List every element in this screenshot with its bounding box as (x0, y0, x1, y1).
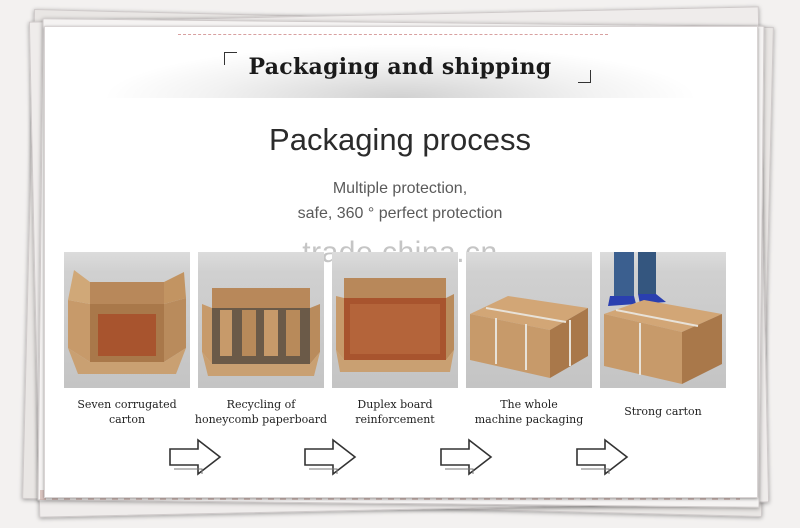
step-caption: Duplex board reinforcement (325, 397, 465, 427)
caption-line: carton (108, 413, 146, 426)
step-photo-open-carton (64, 252, 190, 388)
step-photo-honeycomb (198, 252, 324, 388)
corner-bracket-icon (578, 70, 591, 83)
corner-bracket-icon (224, 52, 237, 65)
section-subtitle: Multiple protection, (332, 180, 468, 197)
right-arrow-icon (303, 437, 357, 477)
step-photo-person-on-box (600, 252, 726, 388)
step-caption: Strong carton (593, 404, 733, 419)
caption-line: Strong carton (624, 405, 702, 418)
caption-line: honeycomb paperboard (194, 413, 328, 426)
right-arrow-icon (575, 437, 629, 477)
caption-line: Seven corrugated (77, 398, 177, 411)
caption-line: reinforcement (355, 413, 435, 426)
caption-line: Duplex board (357, 398, 433, 411)
caption-line: Recycling of (226, 398, 296, 411)
right-arrow-icon (168, 437, 222, 477)
step-caption: The whole machine packaging (459, 397, 599, 427)
caption-line: machine packaging (474, 413, 584, 426)
step-caption: Recycling of honeycomb paperboard (191, 397, 331, 427)
header-shadow-band (100, 44, 700, 98)
section-title: Packaging process (269, 122, 531, 157)
header-title: Packaging and shipping (248, 54, 552, 80)
caption-line: The whole (500, 398, 558, 411)
step-photo-duplex-board (332, 252, 458, 388)
top-dashed-line (178, 34, 608, 35)
section-subtitle: safe, 360 ° perfect protection (297, 205, 503, 222)
step-caption: Seven corrugated carton (57, 397, 197, 427)
step-photo-closed-box (466, 252, 592, 388)
right-arrow-icon (439, 437, 493, 477)
